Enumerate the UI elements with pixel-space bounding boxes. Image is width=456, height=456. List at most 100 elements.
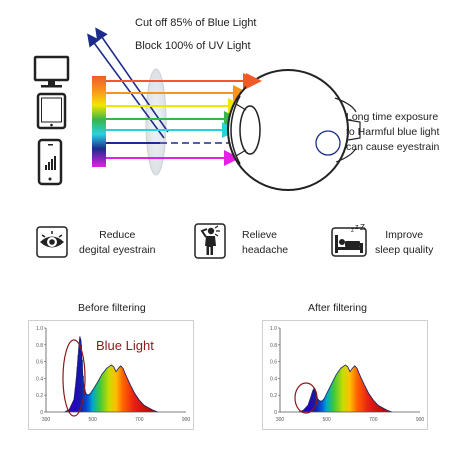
before-spectrum-slice [140, 401, 142, 412]
after-spectrum-slice [321, 401, 323, 412]
after-spectrum-slice [362, 381, 364, 412]
after-x-tick-label: 500 [322, 417, 331, 423]
before-x-tick-label: 500 [88, 417, 97, 423]
before-spectrum-slice [99, 378, 101, 412]
after-spectrum-slice [313, 389, 315, 412]
before-spectrum-slice [84, 389, 86, 412]
before-spectrum-slice [113, 366, 115, 412]
after-spectrum-slice [304, 408, 306, 412]
eye-cross-section [227, 69, 361, 191]
before-spectrum-slice [80, 344, 82, 412]
before-spectrum-slice [148, 408, 150, 412]
before-spectrum-slice [119, 366, 122, 412]
blue-light-annotation: Blue Light [96, 338, 154, 353]
before-spectrum-slice [137, 398, 139, 412]
after-spectrum-slice [336, 373, 339, 412]
before-spectrum-slice [120, 366, 122, 412]
before-spectrum-slice [98, 380, 100, 412]
before-spectrum-slice [151, 409, 153, 412]
before-y-tick-label: 1.0 [36, 326, 43, 332]
eyestrain-note-line-3: can cause eyestrain [346, 141, 440, 153]
before-spectrum-slice [128, 381, 130, 412]
before-spectrum-slice [143, 404, 145, 412]
before-spectrum-slice [150, 409, 152, 412]
after-y-tick-label: 0.4 [270, 376, 277, 382]
svg-text:Z: Z [360, 223, 365, 232]
after-spectrum-slice [353, 366, 356, 412]
after-spectrum-slice [330, 385, 332, 412]
after-spectrum-slice [356, 368, 358, 412]
before-spectrum-slice [108, 366, 110, 412]
after-spectrum-slice [319, 400, 321, 412]
after-spectrum-slice [339, 368, 342, 412]
before-spectrum-slice [134, 394, 136, 412]
lens [145, 68, 167, 176]
after-spectrum-slice [303, 409, 305, 412]
after-spectrum-slice [343, 365, 345, 412]
after-spectrum-slice [335, 375, 337, 412]
after-spectrum-slice [331, 383, 333, 412]
before-spectrum-slice [101, 375, 103, 412]
before-spectrum-slice [93, 387, 95, 412]
before-spectrum-slice [66, 410, 68, 412]
before-spectrum-slice [112, 365, 114, 412]
after-spectrum-slice [317, 399, 319, 412]
after-spectrum-slice [359, 375, 361, 412]
feature-sleep-line-2: sleep quality [375, 244, 434, 256]
before-spectrum-slice [130, 385, 132, 412]
before-spectrum-slice [82, 375, 84, 412]
after-spectrum-slice [373, 400, 375, 412]
before-spectrum-slice [135, 395, 137, 412]
after-spectrum-slice [344, 365, 346, 412]
before-spectrum-slice [116, 369, 119, 412]
after-spectrum-slice [346, 365, 348, 412]
feature-sleep: z z Z [331, 223, 367, 257]
before-spectrum-slice [89, 393, 92, 412]
reduced-blue-peak-highlight [294, 382, 318, 414]
before-spectrum-slice [122, 368, 124, 412]
headache-person-icon [194, 223, 226, 259]
before-spectrum-slice [139, 400, 141, 412]
before-spectrum-slice [141, 402, 143, 412]
after-spectrum-slice [383, 408, 385, 412]
feature-headache [194, 223, 226, 259]
before-spectrum-slice [138, 399, 140, 412]
before-spectrum-slice [111, 365, 113, 412]
after-spectrum-slice [382, 408, 384, 412]
before-spectrum-slice [96, 383, 98, 412]
after-spectrum-slice [354, 366, 356, 412]
after-spectrum-slice [357, 370, 359, 412]
tablet-icon [36, 92, 67, 130]
after-spectrum-slice [380, 407, 383, 412]
eyestrain-note-line-1: Long time exposure [346, 111, 439, 123]
before-spectrum-slice [74, 386, 77, 412]
after-spectrum-slice [327, 390, 329, 412]
before-spectrum-slice [97, 381, 99, 412]
after-spectrum-slice [350, 369, 353, 412]
before-spectrum-slice [100, 376, 102, 412]
after-spectrum-slice [336, 374, 338, 412]
after-spectrum-slice [328, 388, 330, 412]
before-spectrum-slice [130, 387, 133, 412]
before-spectrum-slice [126, 377, 128, 412]
blue-light-diagram [33, 27, 361, 191]
header-line-1: Cut off 85% of Blue Light [135, 17, 257, 29]
before-spectrum-slice [71, 404, 73, 412]
svg-text:z: z [351, 228, 354, 234]
after-spectrum-slice [370, 396, 372, 412]
after-spectrum-slice [309, 398, 312, 412]
after-spectrum-slice [371, 398, 373, 412]
before-spectrum-slice [94, 386, 96, 412]
after-spectrum-slice [338, 370, 341, 412]
before-spectrum-slice [124, 373, 126, 412]
eye-icon [36, 226, 68, 258]
macula-highlight [315, 130, 341, 156]
before-spectrum-slice [88, 394, 90, 412]
before-spectrum-slice [154, 410, 156, 412]
before-spectrum-slice [125, 375, 127, 412]
after-spectrum-slice [311, 392, 314, 412]
sleeping-bed-icon: z z Z [331, 223, 367, 257]
after-spectrum-slice [310, 395, 313, 412]
before-spectrum-slice [77, 354, 80, 412]
